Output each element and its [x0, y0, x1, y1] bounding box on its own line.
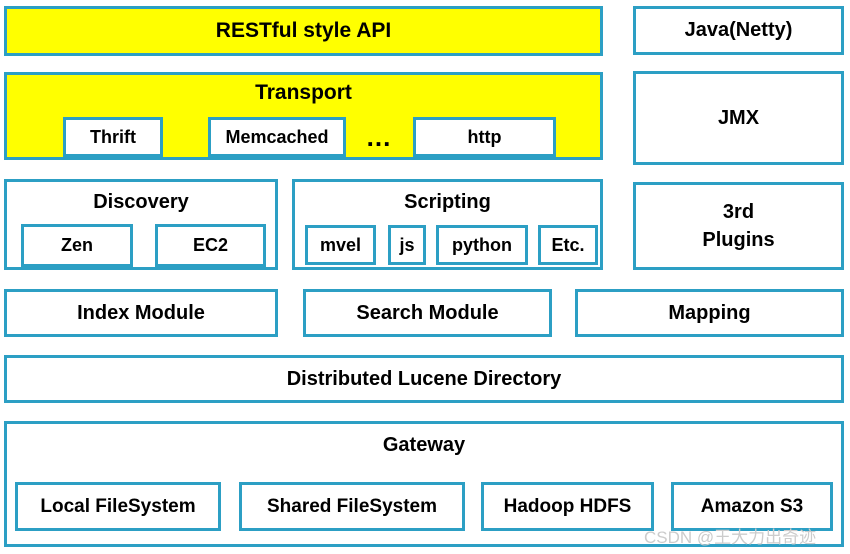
java-netty-label: Java(Netty)	[684, 19, 793, 41]
third-party-plugins-box: 3rd Plugins	[633, 182, 844, 270]
scripting-box: Scripting mvel js python Etc.	[292, 179, 603, 270]
mapping-label: Mapping	[668, 301, 751, 324]
index-module-box: Index Module	[4, 289, 278, 337]
restful-api-label: RESTful style API	[215, 19, 392, 42]
python-label: python	[452, 234, 512, 255]
lucene-directory-box: Distributed Lucene Directory	[4, 355, 844, 403]
discovery-item-ec2: EC2	[155, 224, 266, 267]
http-label: http	[467, 126, 502, 147]
memcached-label: Memcached	[225, 126, 329, 147]
gateway-item-amazon-s3: Amazon S3	[671, 482, 833, 531]
shared-filesystem-label: Shared FileSystem	[266, 495, 438, 517]
scripting-item-js: js	[388, 225, 426, 265]
index-module-label: Index Module	[77, 301, 205, 324]
transport-item-memcached: Memcached	[208, 117, 346, 157]
transport-item-thrift: Thrift	[63, 117, 163, 157]
csdn-watermark: CSDN @王大力出奇迹	[644, 528, 817, 547]
gateway-box: Gateway Local FileSystem Shared FileSyst…	[4, 421, 844, 547]
hadoop-hdfs-label: Hadoop HDFS	[503, 495, 632, 517]
java-netty-box: Java(Netty)	[633, 6, 844, 55]
scripting-item-mvel: mvel	[305, 225, 376, 265]
gateway-item-hadoop-hdfs: Hadoop HDFS	[481, 482, 654, 531]
scripting-label: Scripting	[404, 191, 491, 213]
gateway-item-local-filesystem: Local FileSystem	[15, 482, 221, 531]
gateway-item-shared-filesystem: Shared FileSystem	[239, 482, 465, 531]
gateway-label: Gateway	[382, 434, 466, 456]
transport-label: Transport	[255, 81, 352, 104]
third-party-plugins-label: 3rd Plugins	[702, 201, 775, 251]
search-module-label: Search Module	[356, 301, 499, 324]
jmx-label: JMX	[717, 106, 760, 129]
discovery-item-zen: Zen	[21, 224, 133, 267]
discovery-label: Discovery	[93, 191, 189, 213]
transport-item-http: http	[413, 117, 556, 157]
transport-ellipsis: ...	[366, 122, 392, 152]
restful-api-box: RESTful style API	[4, 6, 603, 56]
ec2-label: EC2	[192, 235, 228, 255]
scripting-item-python: python	[436, 225, 528, 265]
js-label: js	[399, 234, 415, 255]
etc-label: Etc.	[551, 234, 585, 255]
zen-label: Zen	[60, 235, 93, 255]
transport-box: Transport Thrift Memcached ... http	[4, 72, 603, 160]
lucene-directory-label: Distributed Lucene Directory	[286, 367, 562, 390]
mapping-box: Mapping	[575, 289, 844, 337]
amazon-s3-label: Amazon S3	[700, 495, 804, 517]
thrift-label: Thrift	[90, 126, 136, 147]
scripting-item-etc: Etc.	[538, 225, 598, 265]
jmx-box: JMX	[633, 71, 844, 165]
search-module-box: Search Module	[303, 289, 552, 337]
discovery-box: Discovery Zen EC2	[4, 179, 278, 270]
local-filesystem-label: Local FileSystem	[40, 495, 196, 517]
mvel-label: mvel	[319, 234, 362, 255]
